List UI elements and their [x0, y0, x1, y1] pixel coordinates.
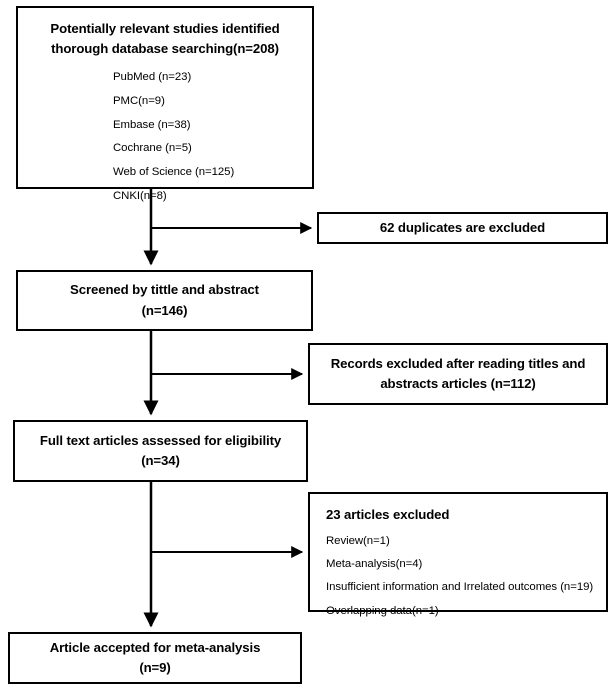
source-item-web-of-science: Web of Science (n=125): [113, 166, 235, 179]
fulltext-line2: (n=34): [141, 453, 180, 468]
screened-line2: (n=146): [141, 302, 188, 318]
box-fulltext-assessed: Full text articles assessed for eligibil…: [13, 420, 308, 482]
box-articles-excluded: 23 articles excluded Review(n=1) Meta-an…: [308, 492, 608, 617]
reason-item-review: Review(n=1): [326, 534, 390, 547]
box-identification: Potentially relevant studies identified …: [16, 6, 314, 202]
included-line1: Article accepted for meta-analysis: [49, 639, 261, 655]
source-item-pmc: PMC(n=9): [113, 94, 165, 107]
fulltext-text: Full text articles assessed for eligibil…: [15, 431, 306, 472]
source-item-embase: Embase (n=38): [113, 118, 191, 131]
screened-text: Screened by tittle and abstract (n=146): [18, 280, 311, 321]
source-item-pubmed: PubMed (n=23): [113, 70, 192, 83]
reason-item-meta-analysis: Meta-analysis(n=4): [326, 558, 423, 571]
identification-title-line1: Potentially relevant studies identified: [50, 21, 280, 36]
duplicates-label: 62 duplicates are excluded: [379, 219, 546, 235]
source-item-cochrane: Cochrane (n=5): [113, 142, 192, 155]
identification-title-line2: thorough database searching(n=208): [51, 41, 279, 57]
box-screened: Screened by tittle and abstract (n=146): [16, 270, 313, 331]
reason-item-insufficient-information: Insufficient information and Irrelated o…: [326, 581, 594, 594]
included-text: Article accepted for meta-analysis (n=9): [10, 638, 300, 679]
records-excluded-text: Records excluded after reading titles an…: [318, 354, 598, 395]
records-excluded-line1: Records excluded after reading titles an…: [330, 355, 586, 371]
box-records-excluded: Records excluded after reading titles an…: [308, 343, 608, 405]
screened-line1: Screened by tittle and abstract: [70, 282, 259, 298]
articles-excluded-title: 23 articles excluded: [326, 507, 450, 522]
source-item-cnki: CNKI(n=8): [113, 190, 167, 203]
included-line2: (n=9): [139, 660, 171, 675]
reason-item-overlapping-data: Overlapping data(n=1): [326, 604, 439, 617]
box-duplicates-excluded: 62 duplicates are excluded: [317, 212, 608, 244]
identification-source-list: PubMed (n=23) PMC(n=9) Embase (n=38) Coc…: [18, 69, 312, 212]
articles-excluded-reason-list: Review(n=1) Meta-analysis(n=4) Insuffici…: [310, 533, 606, 626]
identification-title: Potentially relevant studies identified …: [18, 19, 312, 60]
box-included: Article accepted for meta-analysis (n=9): [8, 632, 302, 684]
fulltext-line1: Full text articles assessed for eligibil…: [39, 432, 282, 448]
records-excluded-line2: abstracts articles (n=112): [380, 376, 536, 391]
